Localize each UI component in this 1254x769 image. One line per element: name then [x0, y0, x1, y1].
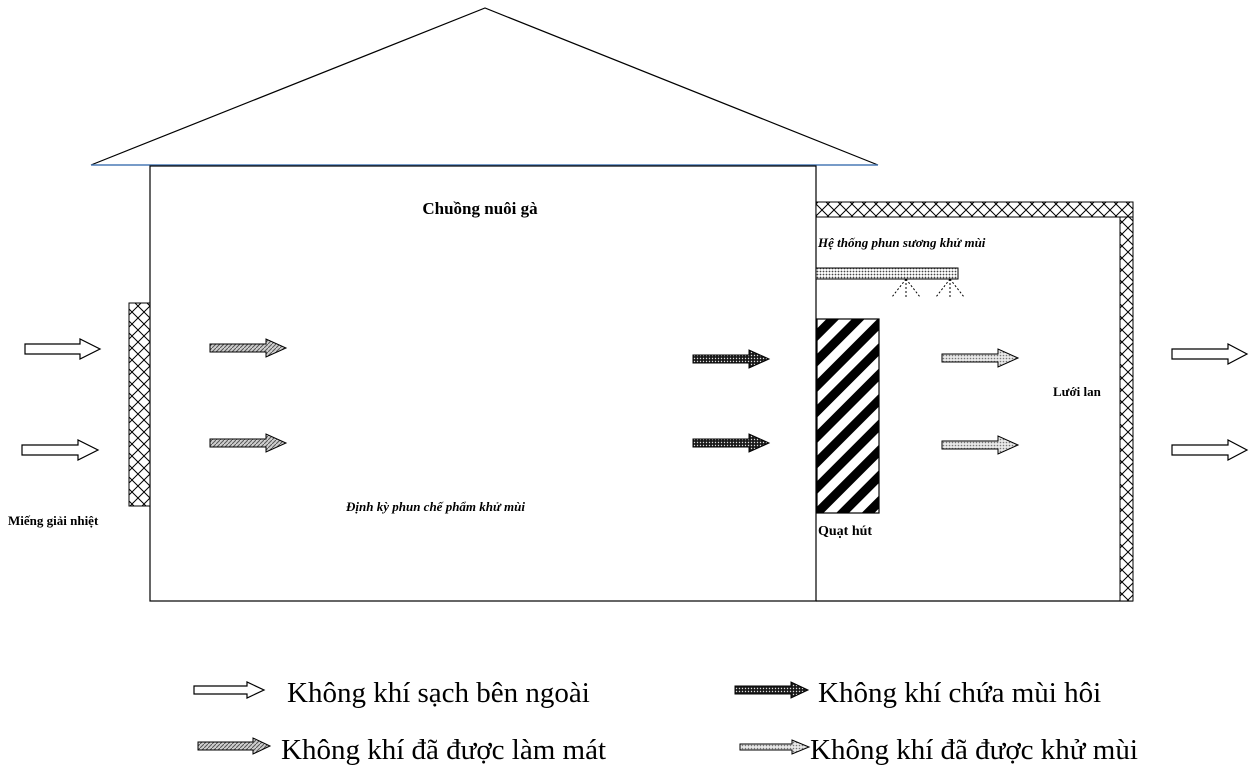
- exhaust-fan-label: Quạt hút: [818, 524, 872, 539]
- legend-item-deodorized-air: Không khí đã được khử mùi: [739, 734, 1138, 766]
- mist-pipe: [815, 267, 965, 299]
- periodic-spray-label: Định kỳ phun chế phẩm khử mùi: [345, 499, 525, 514]
- chamber-top-wall: [815, 201, 1134, 218]
- mesh-wall: [1119, 216, 1134, 602]
- barn-outline: [149, 165, 817, 602]
- legend-swatch: [739, 739, 811, 755]
- barn-label: Chuồng nuôi gà: [422, 199, 538, 218]
- legend-label: Không khí đã được làm mát: [281, 734, 606, 766]
- mist-nozzle: [891, 278, 921, 299]
- legend: Không khí sạch bên ngoài Không khí chứa …: [193, 677, 1138, 766]
- clean-air-arrow: [21, 439, 100, 461]
- mist-nozzle: [935, 278, 965, 299]
- legend-swatch: [193, 681, 266, 699]
- deodorized-air-arrow: [941, 435, 1020, 455]
- deodorizing-chamber: [815, 201, 1134, 602]
- legend-label: Không khí chứa mùi hôi: [818, 677, 1101, 709]
- cooling-pad-label: Miếng giải nhiệt: [8, 513, 99, 528]
- clean-air-arrow: [1171, 343, 1249, 365]
- legend-swatch: [734, 681, 810, 699]
- legend-item-cooled-air: Không khí đã được làm mát: [197, 734, 606, 766]
- legend-label: Không khí sạch bên ngoài: [287, 677, 590, 709]
- clean-air-arrow: [1171, 439, 1249, 461]
- legend-item-odor-air: Không khí chứa mùi hôi: [734, 677, 1101, 709]
- odor-air-arrow: [692, 349, 771, 369]
- mist-system-label: Hệ thống phun sương khử mùi: [817, 235, 986, 250]
- deodorized-air-arrow: [941, 348, 1020, 368]
- legend-label: Không khí đã được khử mùi: [810, 734, 1138, 766]
- mesh-label: Lưới lan: [1053, 384, 1102, 399]
- legend-item-clean-air: Không khí sạch bên ngoài: [193, 677, 590, 709]
- legend-swatch: [197, 737, 272, 755]
- clean-air-arrow: [24, 338, 102, 360]
- odor-air-arrow: [692, 433, 771, 453]
- cooled-air-arrow: [209, 433, 288, 453]
- cooling-pad: [128, 302, 151, 507]
- cooled-air-arrow: [209, 338, 288, 358]
- roof: [90, 7, 879, 166]
- exhaust-fan: [816, 318, 880, 514]
